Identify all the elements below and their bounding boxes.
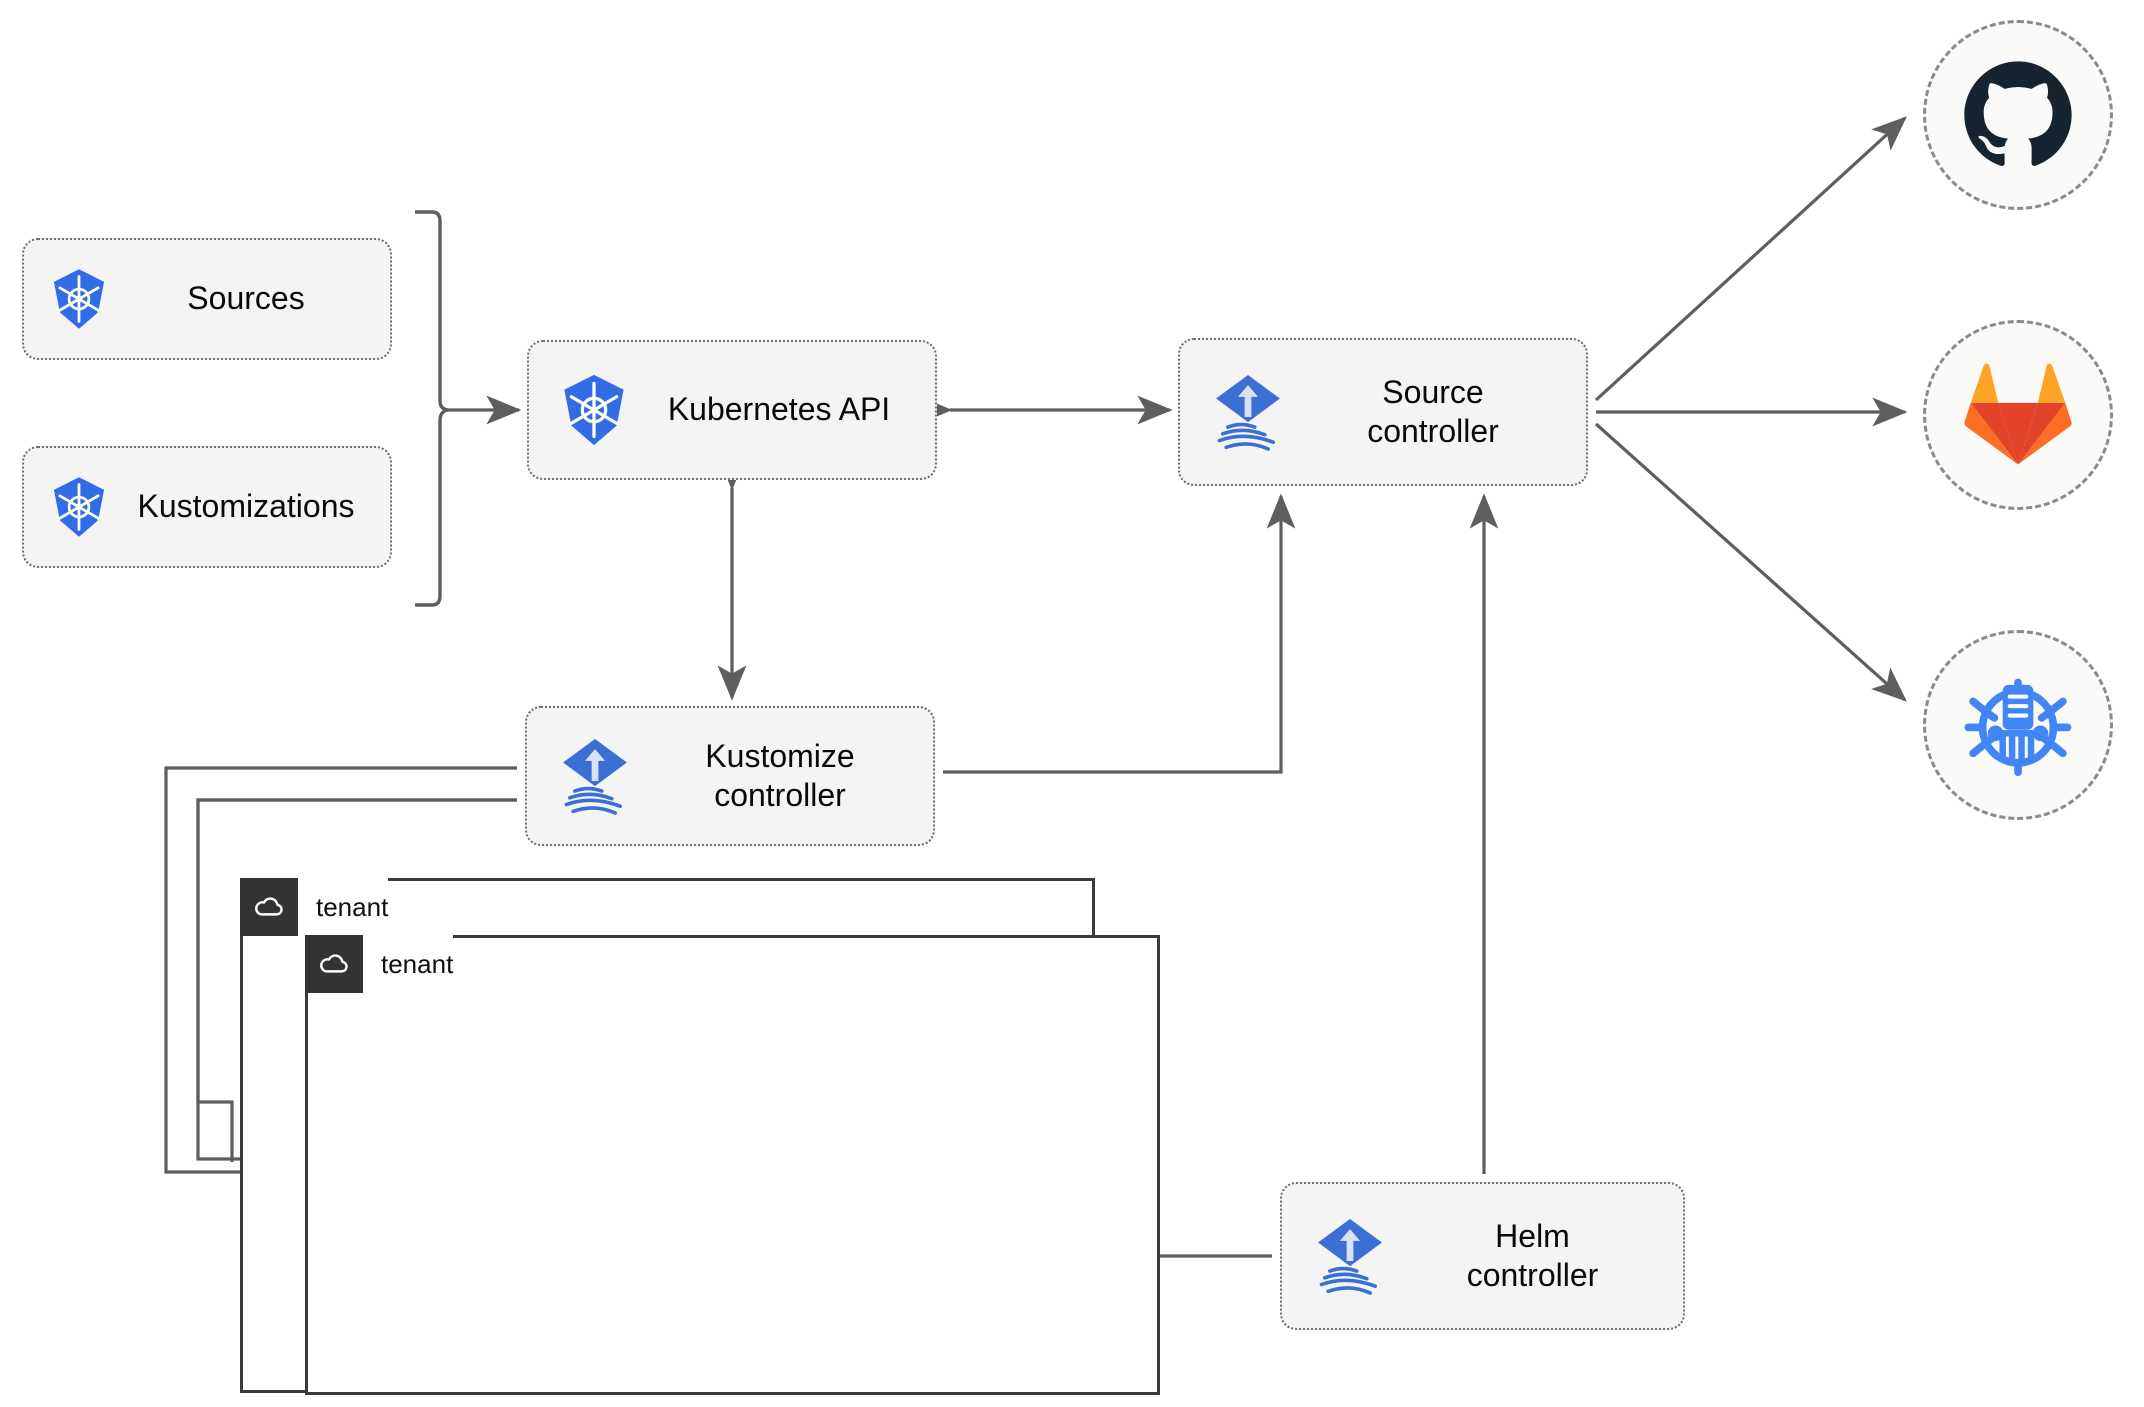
kubernetes-icon xyxy=(46,474,112,540)
helm-repository-icon xyxy=(1964,678,2072,777)
kubernetes-icon xyxy=(46,266,112,332)
edge-kustctl-srcctl xyxy=(943,493,1296,774)
flux-icon xyxy=(553,734,637,818)
github-icon xyxy=(1964,61,2072,166)
node-label: Helm controller xyxy=(1466,1217,1599,1293)
kubernetes-icon xyxy=(555,371,633,449)
node-kustomize-controller[interactable]: Kustomize controller xyxy=(525,706,935,846)
node-kubernetes-api[interactable]: Kubernetes API xyxy=(527,340,937,480)
node-label: Kustomizations xyxy=(137,488,355,525)
node-sources[interactable]: Sources xyxy=(22,238,392,360)
group-brace xyxy=(415,210,449,607)
edge-srcctl-helmrepo xyxy=(1594,422,1907,702)
repo-helm-repository[interactable] xyxy=(1923,630,2113,820)
node-label: Sources xyxy=(187,280,305,317)
edge-srcctl-github xyxy=(1594,116,1907,402)
tenant-title-bar: tenant xyxy=(240,878,389,936)
node-label: Kustomize controller xyxy=(705,737,855,813)
tenant-label: tenant xyxy=(381,948,454,979)
node-helm-controller[interactable]: Helm controller xyxy=(1280,1182,1685,1330)
gitlab-icon xyxy=(1964,363,2072,465)
flux-icon xyxy=(1206,370,1290,454)
node-source-controller[interactable]: Source controller xyxy=(1178,338,1588,486)
node-kustomizations[interactable]: Kustomizations xyxy=(22,446,392,568)
flux-icon xyxy=(1308,1214,1392,1298)
node-label: Kubernetes API xyxy=(667,391,891,428)
tenant-window-inner[interactable]: tenant xyxy=(305,935,1160,1395)
tenant-label: tenant xyxy=(316,891,389,922)
cloud-icon xyxy=(240,878,298,936)
repo-github[interactable] xyxy=(1923,20,2113,210)
cloud-icon xyxy=(305,935,363,993)
tenant-title-bar: tenant xyxy=(305,935,454,993)
repo-gitlab[interactable] xyxy=(1923,320,2113,510)
node-label: Source controller xyxy=(1367,373,1499,449)
